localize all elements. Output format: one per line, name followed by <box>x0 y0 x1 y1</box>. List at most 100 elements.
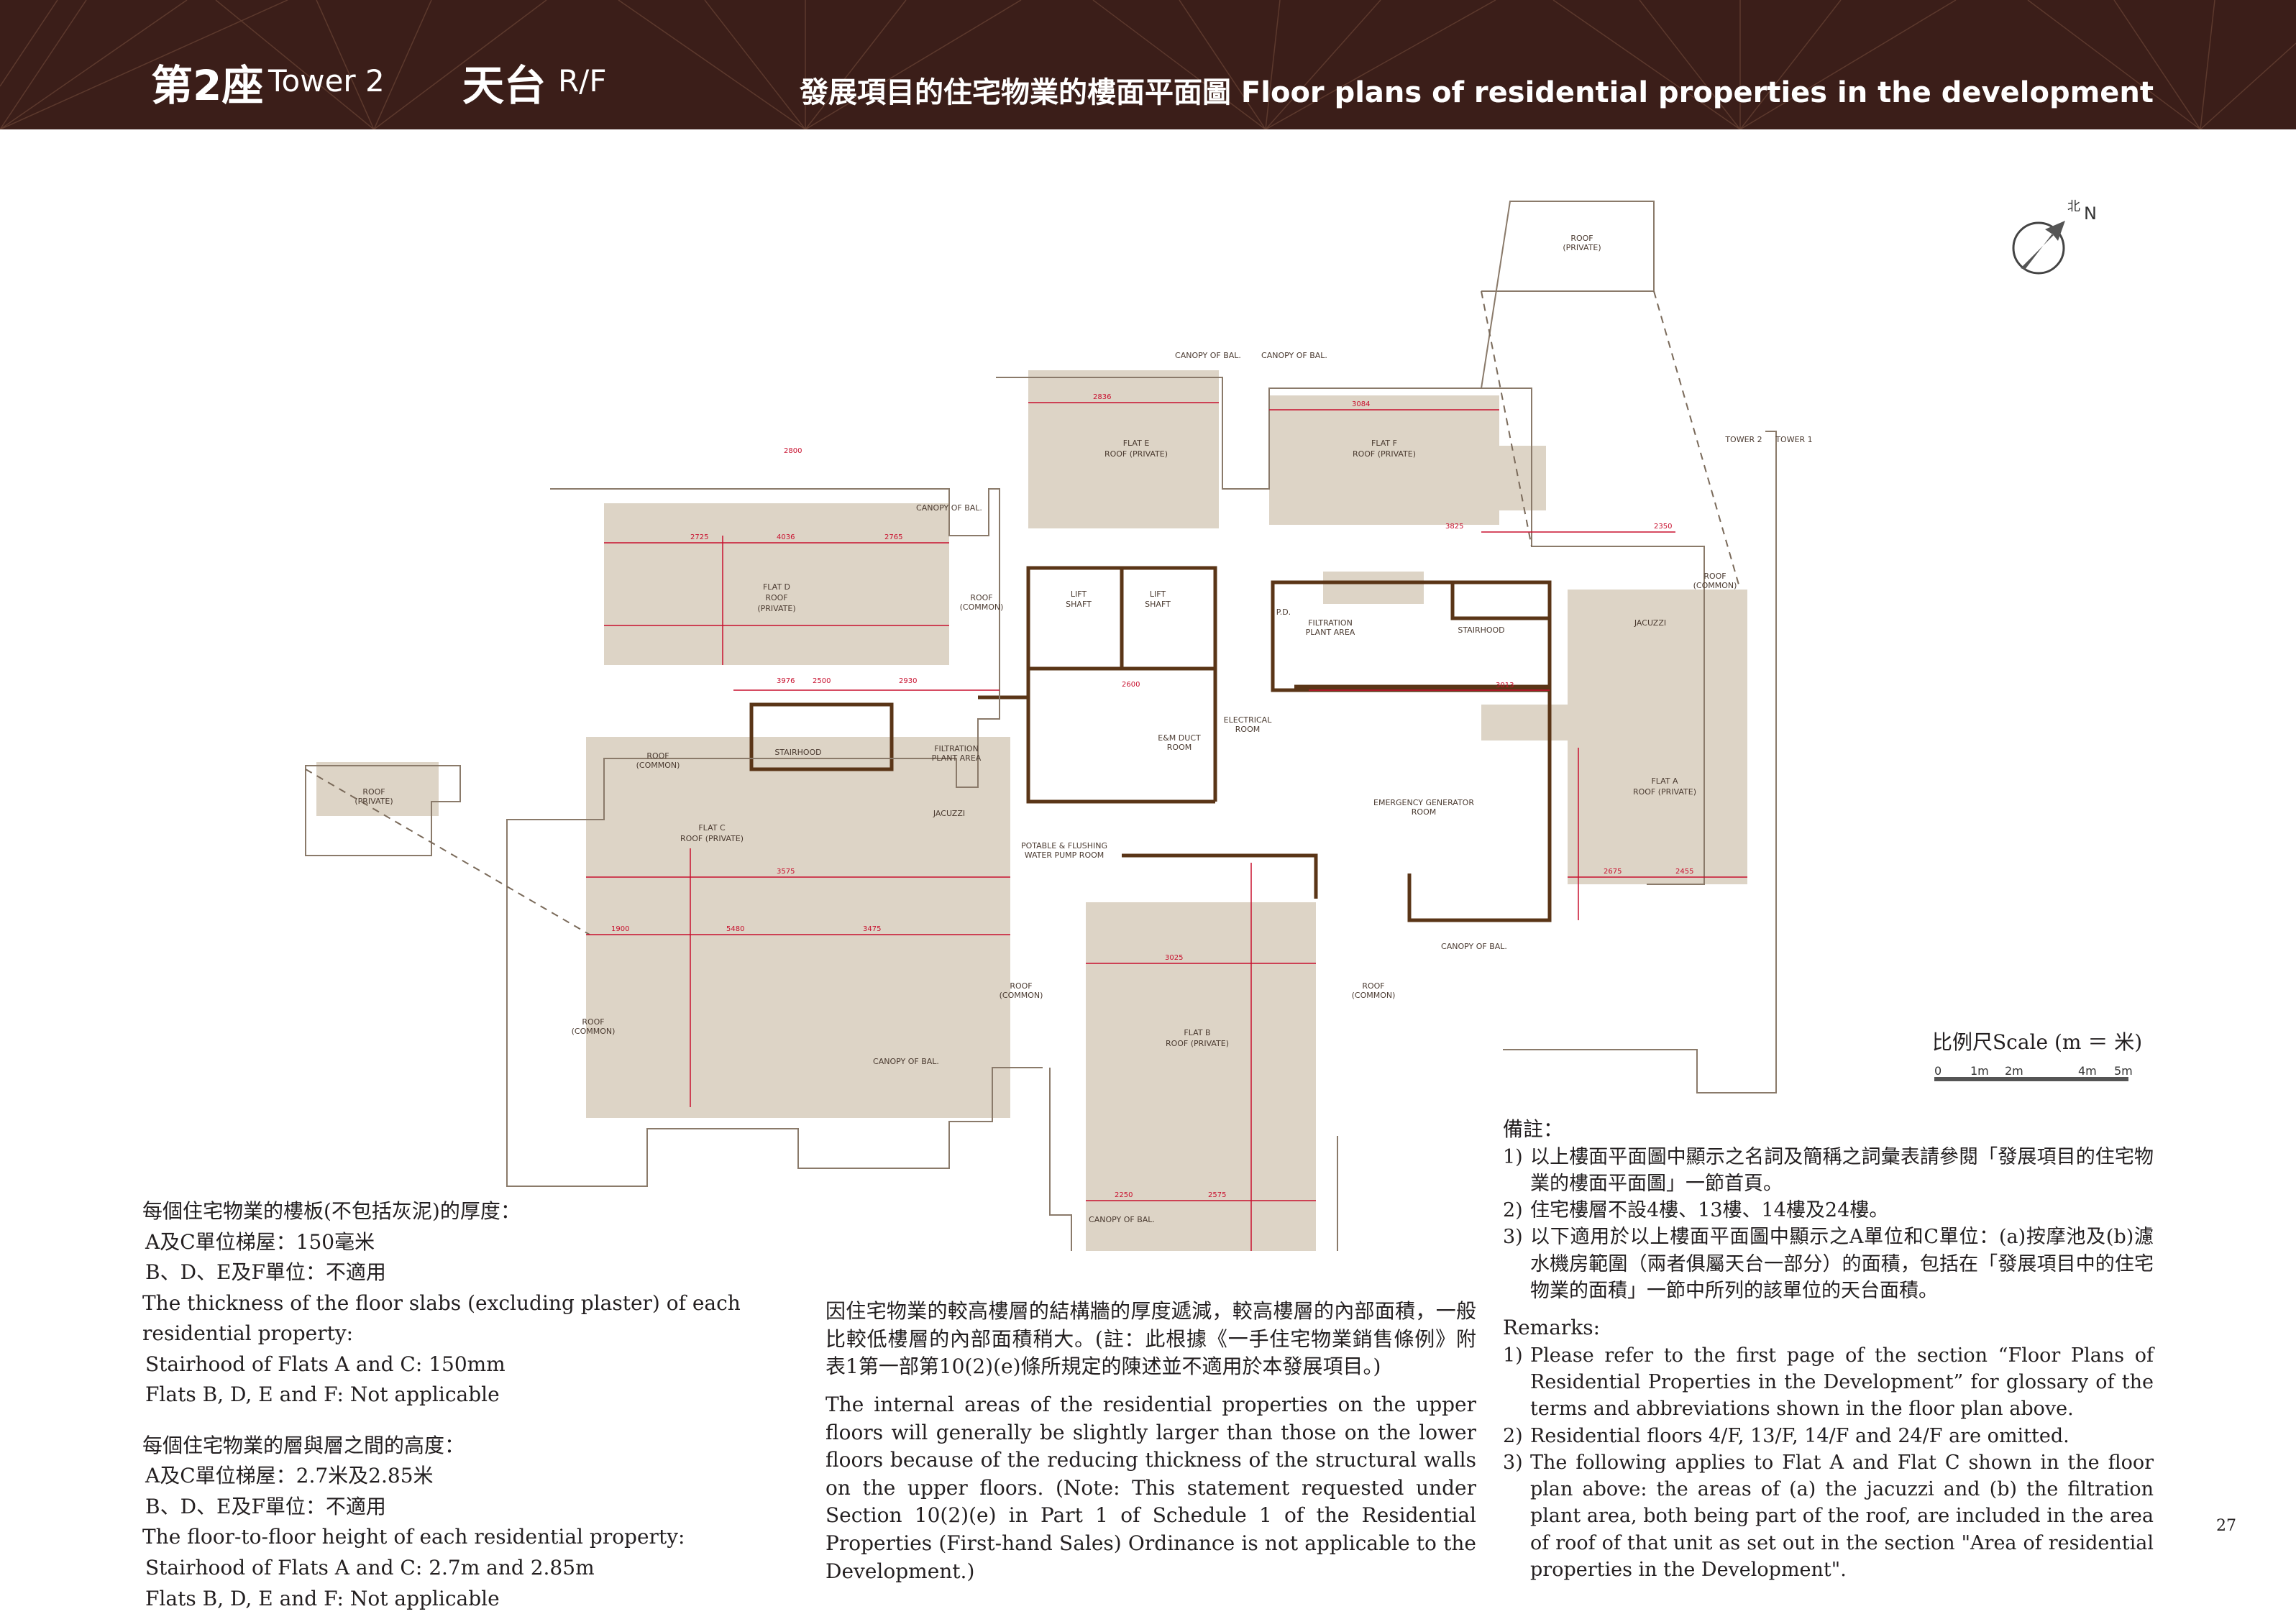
room-flat-d-sub: ROOF <box>765 593 787 602</box>
room-filtration-c: FILTRATION <box>934 744 979 753</box>
thickness-en-line: Stairhood of Flats A and C: 150mm <box>145 1352 506 1376</box>
remarks-zh-item: 2) 住宅樓層不設4樓、13樓、14樓及24樓。 <box>1503 1197 2154 1224</box>
remarks-en-text: Please refer to the first page of the se… <box>1530 1344 2154 1421</box>
remarks-en-text: The following applies to Flat A and Flat… <box>1530 1451 2154 1581</box>
height-en-heading: The floor-to-floor height of each reside… <box>142 1525 685 1549</box>
dim-label: 2455 <box>1675 868 1693 876</box>
page-title: 發展項目的住宅物業的樓面平面圖 Floor plans of residenti… <box>800 76 2154 109</box>
dimension-lines <box>586 402 1747 1251</box>
room-roof-common-5-sub: (COMMON) <box>1352 991 1396 1000</box>
room-flat-a-sub: ROOF (PRIVATE) <box>1633 787 1696 797</box>
remarks-en-heading: Remarks: <box>1503 1316 1601 1340</box>
canopy-label-4: CANOPY OF BAL. <box>873 1057 939 1066</box>
thickness-en-heading: The thickness of the floor slabs (exclud… <box>142 1290 741 1346</box>
room-pump: POTABLE & FLUSHING <box>1021 841 1107 850</box>
room-roof-common-3-sub: (COMMON) <box>572 1027 616 1036</box>
page-number: 27 <box>2216 1517 2236 1535</box>
remarks-zh-text: 以上樓面平面圖中顯示之名詞及簡稱之詞彙表請參閱「發展項目的住宅物業的樓面平面圖」… <box>1530 1145 2154 1195</box>
scale-bar-line <box>1934 1077 2128 1081</box>
remarks-zh-num: 3) <box>1503 1226 1523 1249</box>
dim-label: 3575 <box>777 868 795 876</box>
tower-chinese-label: 第2座 <box>151 61 264 110</box>
dim-label: 2765 <box>884 533 902 541</box>
room-em-duct-sub: ROOM <box>1167 743 1192 752</box>
room-flat-c-sub: ROOF (PRIVATE) <box>680 834 744 843</box>
room-lift-shaft-sub: SHAFT <box>1066 600 1092 609</box>
dim-label: 4036 <box>777 533 795 541</box>
remarks-en-num: 2) <box>1503 1424 1523 1447</box>
room-roof-common-4: ROOF <box>1010 981 1032 991</box>
room-generator-sub: ROOM <box>1412 807 1436 817</box>
scale-bar: 0 1m 2m 4m 5m <box>1934 1064 2136 1086</box>
dim-label: 2250 <box>1115 1191 1133 1199</box>
room-roof-private-n: ROOF <box>1570 234 1593 243</box>
scale-tick: 1m <box>1970 1064 1989 1078</box>
room-roof-common-5: ROOF <box>1362 981 1384 991</box>
room-filtration-c-sub: PLANT AREA <box>932 753 982 763</box>
internal-note-zh: 因住宅物業的較高樓層的結構牆的厚度遞減，較高樓層的內部面積，一般比較低樓層的內部… <box>825 1299 1476 1379</box>
remarks-en-item: 1) Please refer to the first page of the… <box>1503 1342 2154 1423</box>
room-roof-common-1-sub: (COMMON) <box>960 602 1004 612</box>
dim-label: 5480 <box>726 925 744 933</box>
height-zh-line: B、D、E及F單位：不適用 <box>145 1494 386 1518</box>
internal-note-en: The internal areas of the residential pr… <box>825 1392 1476 1583</box>
dim-label: 3013 <box>1496 682 1514 689</box>
canopy-label-5: CANOPY OF BAL. <box>1441 942 1507 951</box>
floor-plan-drawing: 2725 4036 2765 2800 3575 5480 3475 1900 … <box>305 201 1813 1251</box>
room-flat-d: FLAT D <box>763 582 790 592</box>
dim-label: 1900 <box>611 925 629 933</box>
remarks-zh-item: 3) 以下適用於以上樓面平面圖中顯示之A單位和C單位：(a)按摩池及(b)濾水機… <box>1503 1224 2154 1304</box>
dim-label: 2350 <box>1654 523 1672 531</box>
remarks-zh-text: 住宅樓層不設4樓、13樓、14樓及24樓。 <box>1530 1199 1889 1222</box>
room-flat-b-sub: ROOF (PRIVATE) <box>1166 1039 1229 1048</box>
projection-lines <box>305 290 1741 935</box>
dim-label: 2725 <box>690 533 708 541</box>
dim-label: 2600 <box>1122 681 1140 689</box>
dim-label: 2930 <box>899 677 917 685</box>
slab-notes: 每個住宅物業的樓板(不包括灰泥)的厚度： A及C單位梯屋：150毫米 B、D、E… <box>142 1196 790 1614</box>
remarks-en-num: 3) <box>1503 1451 1523 1474</box>
room-electrical-sub: ROOM <box>1235 725 1260 734</box>
floor-english-label: R/F <box>558 63 607 98</box>
outline-walls <box>305 201 1777 1251</box>
room-flat-f-sub: ROOF (PRIVATE) <box>1353 449 1416 459</box>
room-em-duct: E&M DUCT <box>1158 733 1201 743</box>
height-en-line: Stairhood of Flats A and C: 2.7m and 2.8… <box>145 1556 595 1580</box>
room-stairhood-a: STAIRHOOD <box>1458 625 1504 635</box>
remarks-zh-heading: 備註： <box>1503 1117 1564 1141</box>
remarks-zh-text: 以下適用於以上樓面平面圖中顯示之A單位和C單位：(a)按摩池及(b)濾水機房範圍… <box>1530 1226 2154 1302</box>
canopy-label-1: CANOPY OF BAL. <box>916 503 982 513</box>
private-roof-areas <box>316 370 1747 1251</box>
room-lift-shaft-2: LIFT <box>1150 590 1166 599</box>
canopy-label-3: CANOPY OF BAL. <box>1261 351 1327 360</box>
room-roof-private-n-sub: (PRIVATE) <box>1563 243 1601 252</box>
room-flat-e-sub: ROOF (PRIVATE) <box>1104 449 1168 459</box>
room-roof-common-3: ROOF <box>582 1017 604 1027</box>
north-arrow-icon: N 北 <box>2012 199 2097 275</box>
height-zh-line: A及C單位梯屋：2.7米及2.85米 <box>145 1464 434 1488</box>
scale-tick: 4m <box>2078 1064 2097 1078</box>
dim-label: 3825 <box>1445 523 1463 531</box>
thickness-zh-line: A及C單位梯屋：150毫米 <box>145 1229 375 1254</box>
room-flat-a: FLAT A <box>1651 776 1678 786</box>
room-pd: P.D. <box>1276 607 1291 617</box>
room-pump-sub: WATER PUMP ROOM <box>1025 850 1104 860</box>
north-label-zh: 北 <box>2067 199 2080 214</box>
room-flat-d-sub2: (PRIVATE) <box>757 604 795 613</box>
remarks-block: 備註： 1) 以上樓面平面圖中顯示之名詞及簡稱之詞彙表請參閱「發展項目的住宅物業… <box>1503 1116 2154 1583</box>
tower2-label: TOWER 2 <box>1724 435 1762 444</box>
header-pattern <box>0 0 2296 129</box>
thickness-zh-line: B、D、E及F單位：不適用 <box>145 1260 386 1285</box>
remarks-zh-num: 2) <box>1503 1199 1523 1222</box>
room-jacuzzi-c: JACUZZI <box>933 809 965 818</box>
scale-tick: 2m <box>2005 1064 2023 1078</box>
remarks-en-num: 1) <box>1503 1344 1523 1367</box>
remarks-en-text: Residential floors 4/F, 13/F, 14/F and 2… <box>1530 1424 2069 1447</box>
height-en-line: Flats B, D, E and F: Not applicable <box>145 1586 500 1610</box>
dim-label: 2800 <box>784 447 802 455</box>
dim-label: 2675 <box>1604 868 1622 876</box>
structural-walls <box>749 566 1552 922</box>
header-band: 第2座 Tower 2 天台 R/F 發展項目的住宅物業的樓面平面圖 Floor… <box>0 0 2296 129</box>
canopy-label-6: CANOPY OF BAL. <box>1089 1215 1155 1224</box>
room-flat-b: FLAT B <box>1184 1028 1210 1037</box>
